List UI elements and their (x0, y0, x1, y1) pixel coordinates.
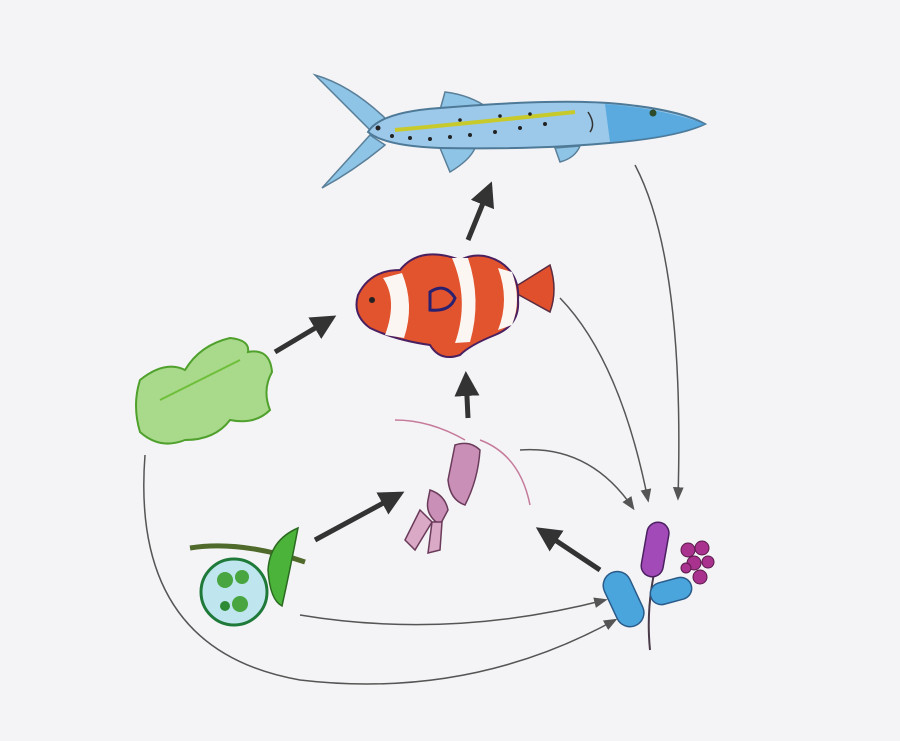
arrow-krill-to-bacteria (519, 448, 635, 511)
clownfish-icon (355, 253, 555, 358)
bacteria-icon (602, 521, 715, 651)
phytoplankton-icon (189, 526, 306, 627)
arrow-bacteria-to-krill (535, 527, 602, 573)
seaweed-icon (135, 336, 274, 445)
arrow-seaweed-to-clownfish (273, 315, 337, 355)
arrow-barracuda-to-bacteria (634, 164, 684, 501)
arrow-clownfish-to-barracuda (465, 181, 495, 241)
arrow-phytoplankton-to-krill (313, 491, 405, 543)
krill-icon (394, 419, 531, 554)
barracuda-icon (312, 73, 708, 189)
arrow-krill-to-clownfish (454, 371, 480, 419)
arrow-phytoplankton-to-bacteria (299, 597, 608, 626)
arrow-seaweed-to-bacteria (143, 454, 618, 685)
arrow-clownfish-to-bacteria (559, 297, 652, 503)
